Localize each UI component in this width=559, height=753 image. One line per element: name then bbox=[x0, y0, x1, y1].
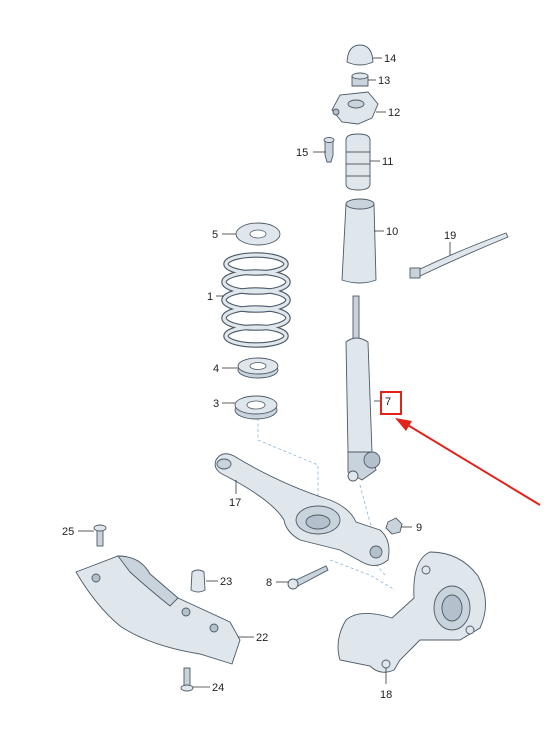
part-5-upper-spring-seat bbox=[235, 222, 281, 246]
part-7-shock-absorber bbox=[345, 295, 381, 482]
label-part-11: 11 bbox=[382, 156, 393, 168]
label-part-8: 8 bbox=[266, 577, 272, 589]
label-part-4: 4 bbox=[213, 363, 219, 375]
part-19-cable-tie bbox=[409, 232, 509, 279]
label-part-15: 15 bbox=[296, 147, 308, 159]
part-13-nut bbox=[351, 72, 369, 87]
part-12-top-mount bbox=[331, 91, 379, 125]
label-part-13: 13 bbox=[378, 75, 390, 87]
part-22-subframe-bracket bbox=[75, 555, 241, 665]
label-part-24: 24 bbox=[212, 682, 224, 694]
part-25-screw bbox=[93, 524, 107, 547]
part-14-cap bbox=[346, 44, 374, 66]
part-8-bolt bbox=[287, 565, 329, 590]
highlight-arrow-head bbox=[395, 418, 412, 431]
part-10-dust-boot bbox=[341, 198, 377, 284]
label-part-17: 17 bbox=[229, 497, 241, 509]
part-11-bump-stop bbox=[345, 133, 371, 191]
label-part-23: 23 bbox=[220, 576, 232, 588]
part-9-nut bbox=[385, 517, 403, 535]
label-part-14: 14 bbox=[384, 53, 396, 65]
label-part-9: 9 bbox=[416, 522, 422, 534]
part-3-lower-spring-seat bbox=[234, 395, 278, 420]
label-part-19: 19 bbox=[444, 230, 456, 242]
label-part-5: 5 bbox=[212, 229, 218, 241]
part-number-labels: 14 13 12 15 11 10 19 5 1 4 3 7 17 9 25 2… bbox=[62, 53, 456, 701]
highlight-arrow bbox=[405, 423, 541, 506]
highlight-box bbox=[380, 391, 402, 415]
label-part-1: 1 bbox=[207, 291, 213, 303]
part-23-bush bbox=[190, 569, 206, 593]
label-part-25: 25 bbox=[62, 526, 74, 538]
label-part-18: 18 bbox=[380, 689, 392, 701]
label-part-12: 12 bbox=[388, 107, 400, 119]
part-4-spring-pad bbox=[237, 357, 279, 379]
part-15-bolt bbox=[323, 137, 335, 163]
highlight-part-7 bbox=[380, 391, 541, 506]
label-part-10: 10 bbox=[386, 226, 398, 238]
label-part-3: 3 bbox=[213, 398, 219, 410]
part-17-lower-control-arm bbox=[214, 453, 390, 566]
label-part-7: 7 bbox=[385, 396, 391, 408]
part-18-wheel-bearing-housing bbox=[337, 551, 486, 673]
part-1-coil-spring bbox=[221, 252, 291, 348]
part-24-bolt bbox=[180, 667, 194, 692]
label-part-22: 22 bbox=[256, 632, 268, 644]
leader-lines bbox=[78, 57, 451, 688]
